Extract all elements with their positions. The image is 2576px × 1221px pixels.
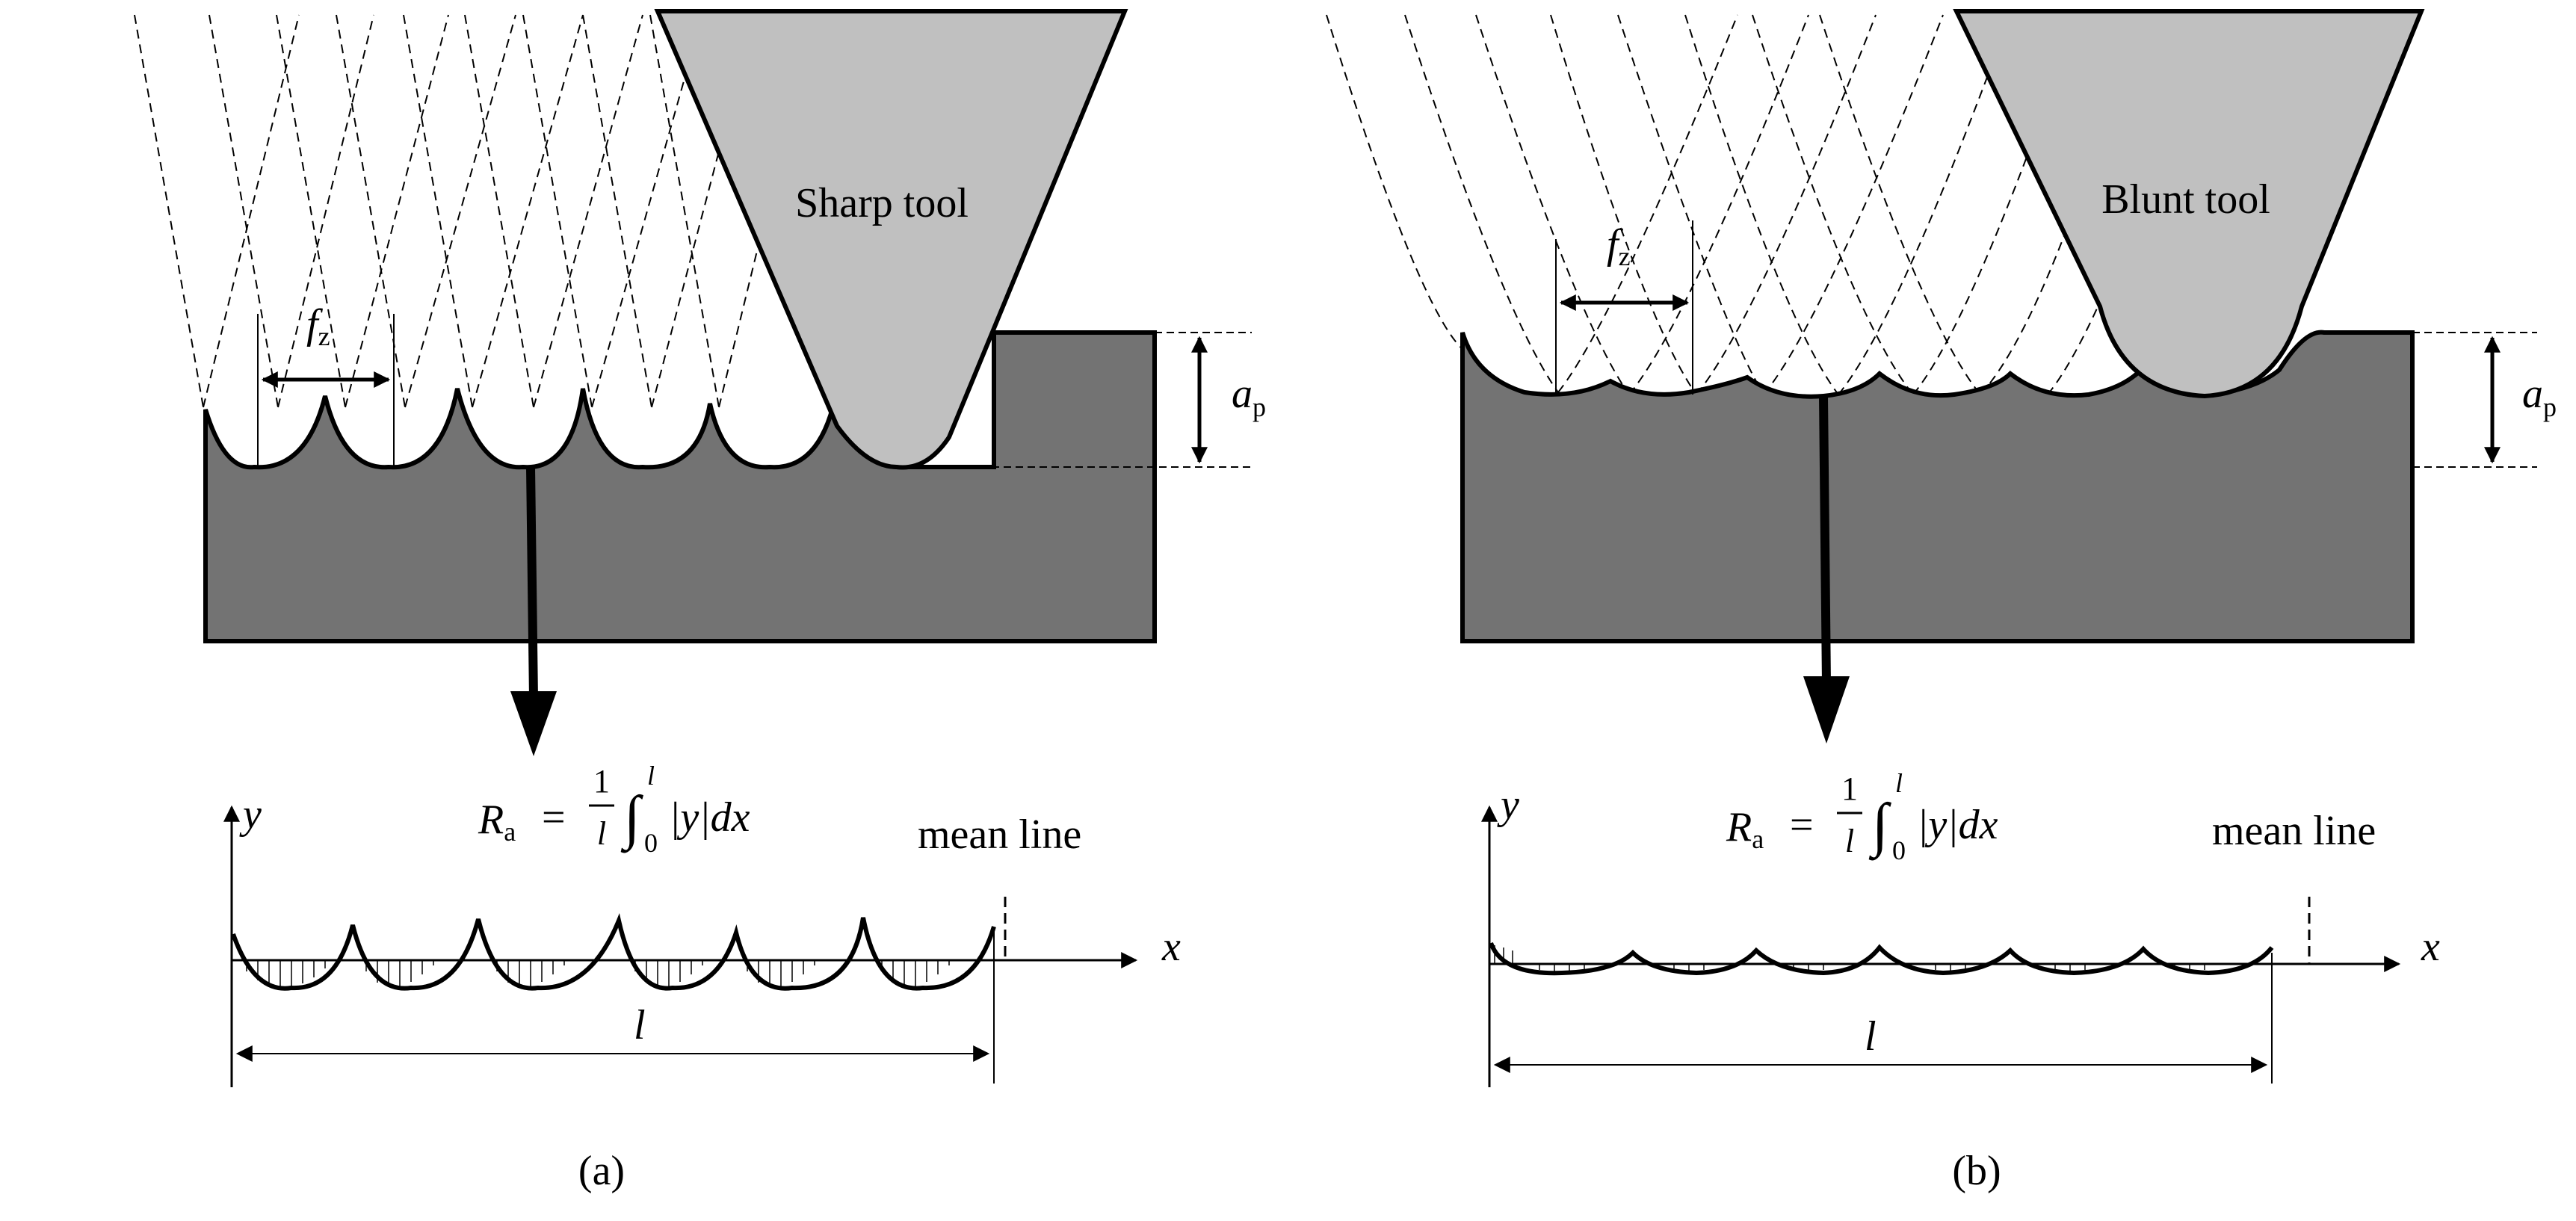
depth-dimension-b: ap: [2412, 332, 2557, 468]
feed-sub-b: z: [1619, 241, 1631, 271]
svg-text:l: l: [647, 761, 655, 791]
axis-y-a: y: [239, 791, 262, 838]
svg-text:=: =: [542, 794, 566, 841]
svg-text:|y|dx: |y|dx: [1917, 802, 1998, 848]
depth-sub-b: p: [2543, 392, 2557, 422]
blunt-tool: [1953, 9, 2425, 399]
mean-line-label-b: mean line: [2212, 808, 2376, 854]
sharp-tool: [654, 9, 1128, 470]
panel-b: Blunt tool fz ap Ra = 1 l ∫ l 0 |y|dx: [1326, 9, 2557, 1194]
profile-arrow-a: [510, 466, 557, 756]
svg-text:ap: ap: [1232, 371, 1266, 422]
axis-x-a: x: [1161, 924, 1181, 970]
feed-dimension-b: fz: [1555, 220, 1693, 395]
svg-text:0: 0: [1892, 835, 1906, 865]
svg-text:=: =: [1790, 802, 1814, 848]
axis-y-b: y: [1497, 782, 1519, 828]
workpiece-b: [1460, 330, 2415, 643]
tool-path-lines-b: [1326, 14, 2205, 395]
depth-sub-a: p: [1253, 392, 1266, 422]
svg-text:Ra: Ra: [1726, 804, 1764, 854]
profile-arrow-b: [1803, 395, 1850, 744]
caption-b: (b): [1952, 1148, 2001, 1194]
feed-dimension-a: fz: [257, 301, 395, 467]
tool-label-a: Sharp tool: [795, 180, 969, 226]
depth-symbol-a: a: [1232, 371, 1253, 417]
ra-formula-a: Ra = 1 l ∫ l 0 |y|dx: [478, 761, 750, 858]
svg-text:1: 1: [593, 763, 610, 800]
caption-a: (a): [578, 1148, 625, 1194]
feed-sub-a: z: [318, 321, 330, 351]
svg-text:l: l: [1895, 768, 1903, 798]
svg-text:l: l: [1845, 823, 1854, 859]
tool-path-lines-a: [134, 14, 815, 408]
svg-text:fz: fz: [306, 301, 330, 351]
svg-text:1: 1: [1841, 770, 1858, 807]
svg-text:∫: ∫: [1868, 792, 1892, 861]
workpiece-a: [203, 330, 1157, 643]
svg-text:Ra: Ra: [478, 797, 516, 847]
roughness-profile-b: y x mean line l: [1481, 782, 2440, 1087]
axis-x-b: x: [2421, 924, 2440, 970]
length-label-b: l: [1865, 1013, 1877, 1060]
depth-symbol-b: a: [2522, 371, 2543, 417]
length-label-a: l: [634, 1002, 646, 1048]
depth-dimension-a: ap: [908, 332, 1266, 468]
panel-a: Sharp tool fz ap Ra = 1 l ∫ l: [134, 9, 1266, 1194]
svg-text:0: 0: [644, 828, 658, 858]
mean-line-label-a: mean line: [918, 812, 1081, 858]
svg-text:l: l: [597, 815, 606, 852]
svg-text:fz: fz: [1607, 221, 1631, 271]
svg-text:|y|dx: |y|dx: [669, 794, 750, 841]
roughness-profile-a: y x mean line l: [223, 791, 1181, 1087]
svg-text:∫: ∫: [620, 785, 644, 853]
tool-label-b: Blunt tool: [2101, 176, 2270, 223]
svg-text:ap: ap: [2522, 371, 2557, 422]
ra-formula-b: Ra = 1 l ∫ l 0 |y|dx: [1726, 768, 1998, 865]
